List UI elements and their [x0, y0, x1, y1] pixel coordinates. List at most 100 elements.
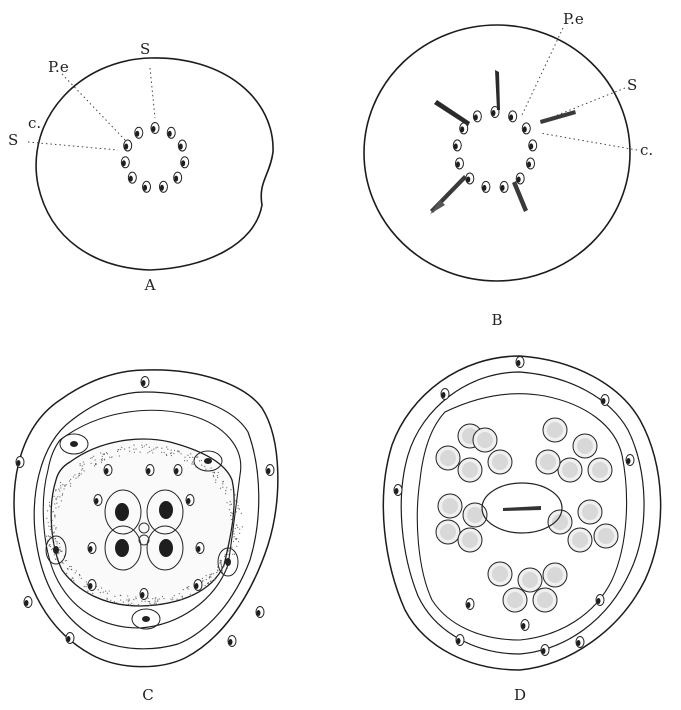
figure-c-stipple-dot [150, 604, 151, 605]
figure-c-stipple-dot [149, 447, 150, 448]
figure-c-stipple-dot [53, 496, 54, 497]
figure-d-bundle [456, 635, 464, 646]
figure-c-bundle [24, 597, 32, 608]
figure-c-stipple-dot [192, 457, 193, 458]
figure-c-stipple-dot [182, 597, 183, 598]
figure-c-stipple-dot [211, 574, 212, 575]
figure-c-stipple-dot [144, 445, 145, 446]
figure-c-stipple-dot [236, 546, 237, 547]
figure-c-stipple-dot [135, 448, 136, 449]
figure-d-bundle [516, 357, 524, 368]
figure-c-stipple-dot [57, 541, 58, 542]
figure-c-stipple-dot [208, 582, 209, 583]
figure-c-stipple-dot [81, 578, 82, 579]
figure-b: P.e S c. B [364, 10, 653, 329]
figure-c-stipple-dot [221, 564, 222, 565]
figure-c-bundle [88, 543, 96, 554]
figure-c-ovule [115, 503, 129, 521]
figure-c-bundle-core [267, 468, 271, 474]
figure-c-stipple-dot [156, 603, 157, 604]
figure-c-stipple-dot [151, 450, 152, 451]
figure-c-stipple-dot [155, 447, 156, 448]
figure-c-stipple-dot [228, 550, 229, 551]
figure-c-stipple-dot [214, 579, 215, 580]
figure-c-stipple-dot [56, 543, 57, 544]
figure-c-stipple-dot [120, 449, 121, 450]
figure-c-stipple-dot [176, 599, 177, 600]
figure-c-bundle [66, 633, 74, 644]
figure-c-stipple-dot [71, 566, 72, 567]
figure-c-stipple-dot [100, 452, 101, 453]
figure-b-c-leader [540, 133, 637, 150]
figure-c-stipple-dot [230, 501, 231, 502]
figure-d-bundle-core [602, 398, 606, 404]
figure-c-stipple-dot [53, 525, 54, 526]
figure-d-pollen [477, 432, 493, 448]
figure-c-stipple-dot [188, 586, 189, 587]
figure-c-stipple-dot [103, 592, 104, 593]
figure-c-bundle-core [187, 498, 191, 504]
figure-c-stipple-dot [61, 500, 62, 501]
figure-c-stipple-dot [95, 459, 96, 460]
figure-c-stipple-dot [193, 463, 194, 464]
figure-c-stipple-dot [109, 457, 110, 458]
figure-c-stipple-dot [171, 455, 172, 456]
figure-c-stipple-dot [161, 452, 162, 453]
figure-d-anther-sac [518, 568, 542, 592]
figure-c-stipple-dot [227, 554, 228, 555]
figure-c-stipple-dot [145, 601, 146, 602]
figure-b-bundle [516, 173, 524, 184]
figure-c-stipple-dot [238, 505, 239, 506]
figure-c-bundle [256, 607, 264, 618]
figure-d-anther-sac [458, 458, 482, 482]
figure-c-stipple-dot [179, 593, 180, 594]
figure-c-stipple-dot [50, 529, 51, 530]
figure-b-bundle [522, 123, 530, 134]
figure-c-stipple-dot [101, 587, 102, 588]
figure-c-stipple-dot [225, 554, 226, 555]
figure-c-stipple-dot [166, 454, 167, 455]
figure-c-stipple-dot [166, 446, 167, 447]
figure-d-middle-whorl [401, 372, 644, 654]
figure-b-bundle-core [523, 126, 527, 132]
figure-c-stipple-dot [217, 570, 218, 571]
figure-d-pollen [592, 462, 608, 478]
figure-d-bundle [394, 485, 402, 496]
figure-c-stipple-dot [232, 537, 233, 538]
figure-c-stipple-dot [133, 449, 134, 450]
figure-d-anther-sac [578, 500, 602, 524]
figure-c-bundle [146, 465, 154, 476]
figure-a-bundle-core [160, 185, 164, 191]
figure-d-anther-sac [573, 434, 597, 458]
figure-c-stipple-dot [62, 495, 63, 496]
figure-c-stipple-dot [210, 577, 211, 578]
figure-c-stipple-dot [163, 598, 164, 599]
figure-c-stipple-dot [141, 601, 142, 602]
figure-c-stipple-dot [230, 512, 231, 513]
figure-c-stipple-dot [135, 596, 136, 597]
figure-c-stipple-dot [231, 519, 232, 520]
figure-c-stipple-dot [73, 580, 74, 581]
figure-c-stipple-dot [92, 457, 93, 458]
figure-c-stipple-dot [50, 526, 51, 527]
figure-c-stipple-dot [183, 589, 184, 590]
figure-c-stipple-dot [157, 604, 158, 605]
figure-c-stipple-dot [157, 447, 158, 448]
figure-b-bundle-core [454, 143, 458, 149]
figure-b-spine [512, 181, 528, 212]
figure-c-stipple-dot [221, 566, 222, 567]
figure-d-anther-sac [436, 520, 460, 544]
figure-d-bundle-core [457, 638, 461, 644]
figure-c-stipple-dot [56, 499, 57, 500]
figure-b-bundle-core [456, 161, 460, 167]
figure-c-stipple-dot [61, 551, 62, 552]
figure-c-stipple-dot [58, 558, 59, 559]
figure-c-stipple-dot [48, 535, 49, 536]
figure-c-stipple-dot [86, 581, 87, 582]
figure-c-stipple-dot [225, 493, 226, 494]
figure-d-anther-sac [543, 418, 567, 442]
figure-c-stipple-dot [53, 539, 54, 540]
figure-c-stipple-dot [236, 538, 237, 539]
figure-a-bundle-core [174, 176, 178, 182]
figure-c-stipple-dot [60, 487, 61, 488]
